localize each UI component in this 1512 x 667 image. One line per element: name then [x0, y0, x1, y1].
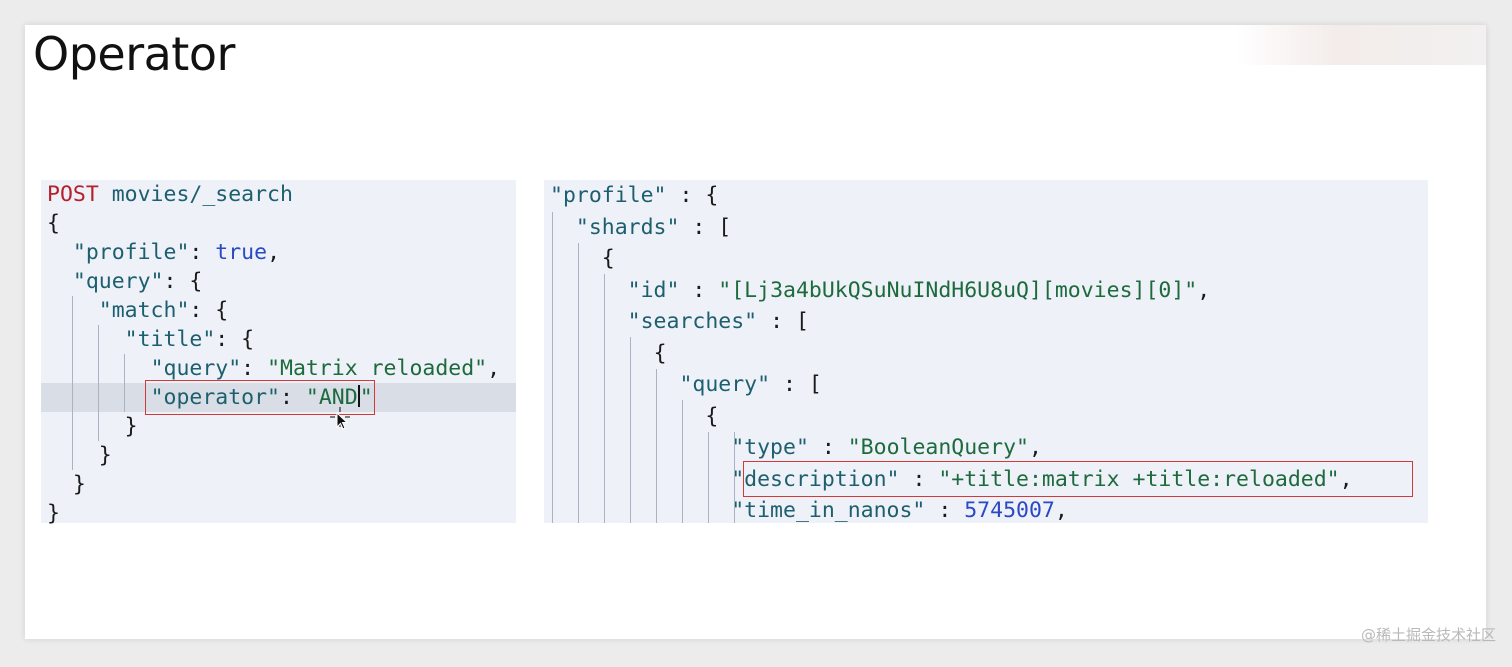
brace: }: [47, 501, 60, 526]
json-key: "query": [72, 269, 164, 294]
json-key: "description": [731, 466, 900, 492]
corner-decoration: [1236, 25, 1486, 65]
indent-guide: [604, 274, 605, 523]
brace: {: [601, 246, 615, 271]
punct: ,: [487, 356, 501, 381]
code-line: {: [544, 243, 1428, 275]
code-line: "query": "Matrix reloaded",: [41, 354, 516, 383]
json-string: ": [359, 385, 373, 410]
punct: :: [280, 385, 306, 410]
code-line: "id" : "[Lj3a4bUkQSuNuINdH6U8uQ][movies]…: [544, 275, 1428, 307]
json-key: "title": [124, 327, 216, 352]
code-line: {: [544, 338, 1428, 370]
brace: }: [98, 443, 112, 468]
json-string: "Matrix reloaded": [267, 356, 488, 381]
operator-highlight-box: [145, 380, 375, 415]
brace: {: [653, 340, 667, 366]
code-line: }: [41, 470, 516, 499]
json-string: "[Lj3a4bUkQSuNuINdH6U8uQ][movies][0]": [718, 277, 1198, 303]
json-key: "match": [98, 298, 190, 323]
indent-guide: [682, 400, 683, 523]
brace: {: [705, 403, 719, 429]
punct: : [: [770, 372, 822, 397]
punct: ,: [267, 240, 281, 265]
punct: ,: [1339, 466, 1353, 492]
punct: :: [925, 498, 965, 523]
punct: :: [189, 240, 216, 265]
punct: ,: [1028, 435, 1042, 460]
code-line: "title": {: [41, 325, 516, 354]
json-string: "AND: [305, 385, 358, 410]
text-caret: [357, 385, 360, 407]
json-string: "+title:matrix +title:reloaded": [938, 466, 1340, 492]
code-line: "searches" : [: [544, 306, 1428, 338]
json-key: "operator": [150, 385, 281, 410]
code-line: "query": {: [41, 267, 516, 296]
json-key: "profile": [550, 183, 667, 208]
json-key: "shards": [575, 214, 680, 240]
brace: }: [124, 414, 138, 439]
slide-title: Operator: [33, 27, 235, 81]
json-key: "searches": [627, 309, 758, 334]
json-key: "query": [679, 372, 771, 397]
watermark: @稀土掘金技术社区: [1360, 626, 1496, 644]
code-line: "query" : [: [544, 369, 1428, 401]
code-line: "profile": true,: [41, 238, 516, 267]
code-line: }: [41, 412, 516, 441]
code-line: "profile" : {: [544, 180, 1428, 212]
brace: {: [47, 211, 60, 236]
indent-guide: [578, 243, 579, 523]
description-highlight-box: [743, 461, 1413, 497]
punct: ,: [1197, 277, 1211, 303]
slide: Operator POST movies/_search { "profile"…: [25, 25, 1486, 639]
indent-guide: [708, 432, 709, 523]
punct: :: [808, 435, 848, 460]
punct: ,: [1054, 498, 1068, 523]
punct: :: [241, 356, 268, 381]
json-string: "BooleanQuery": [847, 435, 1029, 460]
code-line: "match": {: [41, 296, 516, 325]
indent-guide: [656, 369, 657, 523]
json-number: 5745007: [964, 498, 1055, 523]
request-code-panel: POST movies/_search { "profile": true, "…: [41, 180, 516, 526]
punct: : {: [666, 183, 719, 208]
profile-response-panel: "profile" : { "shards" : [ { "id" : "[Lj…: [544, 180, 1428, 523]
indent-guide: [630, 337, 631, 523]
code-line: "shards" : [: [544, 212, 1428, 244]
punct: : {: [163, 269, 203, 294]
code-line: {: [41, 209, 516, 238]
code-line: "time_in_nanos" : 5745007,: [544, 495, 1428, 527]
code-line: "description" : "+title:matrix +title:re…: [544, 464, 1428, 496]
request-path: movies/_search: [98, 182, 293, 207]
punct: :: [679, 277, 719, 303]
indent-guide: [124, 354, 125, 412]
indent-guide: [72, 296, 73, 470]
punct: : {: [215, 327, 255, 352]
punct: : [: [679, 214, 732, 240]
json-key: "time_in_nanos": [731, 498, 926, 523]
json-key: "type": [731, 435, 809, 460]
brace: }: [72, 472, 86, 497]
json-key: "profile": [72, 240, 190, 265]
code-line: "type" : "BooleanQuery",: [544, 432, 1428, 464]
indent-guide: [552, 212, 553, 523]
json-key: "query": [150, 356, 242, 381]
code-line: {: [544, 401, 1428, 433]
mouse-pointer-icon: [330, 407, 350, 430]
json-key: "id": [627, 277, 680, 303]
http-method: POST: [47, 182, 99, 207]
punct: :: [899, 466, 939, 492]
request-line: POST movies/_search: [41, 180, 516, 209]
code-line: }: [41, 499, 516, 528]
punct: : {: [189, 298, 229, 323]
punct: : [: [757, 309, 809, 334]
indent-guide: [98, 325, 99, 441]
current-code-line[interactable]: "operator": "AND": [41, 383, 516, 412]
code-line: }: [41, 441, 516, 470]
indent-guide: [734, 432, 735, 523]
json-bool: true: [215, 240, 268, 265]
